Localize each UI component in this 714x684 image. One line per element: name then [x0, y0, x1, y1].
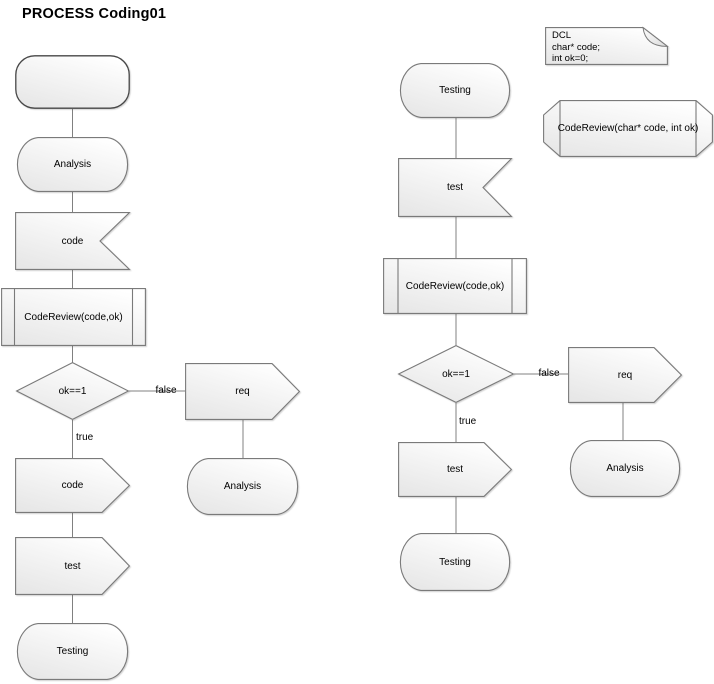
dcl-line: int ok=0;	[552, 53, 589, 64]
state-shape-outline	[15, 623, 130, 680]
send-shape-outline	[185, 363, 300, 420]
state-label: Testing	[439, 556, 471, 568]
left-send-test[interactable]: test	[15, 537, 130, 595]
right-send-test[interactable]: test	[398, 442, 512, 497]
send-shape-outline	[15, 458, 130, 513]
right-receive-test[interactable]: test	[398, 158, 512, 217]
dcl-note[interactable]: DCL char* code; int ok=0;	[545, 27, 668, 65]
procedure-decl-shape-outline	[543, 100, 713, 157]
state-shape-outline	[568, 440, 682, 497]
diagram-title: PROCESS Coding01	[22, 6, 167, 22]
left-branch-label-true: true	[76, 432, 94, 443]
right-branch-label-false: false	[538, 368, 560, 379]
start-shape-outline	[15, 55, 130, 109]
state-label: Testing	[56, 646, 89, 657]
receive-label: test	[446, 182, 464, 193]
state-shape-outline	[15, 137, 130, 192]
note-fold-corner	[643, 28, 667, 47]
receive-shape-outline	[398, 158, 512, 217]
state-shape-outline	[185, 458, 300, 515]
right-branch-label-true: true	[459, 416, 477, 427]
state-label: Analysis	[53, 159, 92, 170]
send-label: code	[61, 480, 84, 491]
send-label: test	[64, 560, 81, 572]
procedure-call-label: CodeReview(code,ok)	[405, 280, 505, 292]
left-send-code[interactable]: code	[15, 458, 130, 513]
right-decision-ok[interactable]: ok==1	[398, 345, 514, 403]
receive-label: code	[61, 235, 84, 247]
right-procedure-call-codereview[interactable]: CodeReview(code,ok)	[383, 258, 527, 314]
left-procedure-call-codereview[interactable]: CodeReview(code,ok)	[1, 288, 146, 346]
receive-shape-outline	[15, 212, 130, 270]
dcl-note-text: DCL char* code; int ok=0;	[552, 30, 664, 65]
decision-shape-outline	[398, 345, 514, 403]
decision-shape-outline	[16, 362, 129, 420]
left-state-testing[interactable]: Testing	[15, 623, 130, 680]
state-shape-outline	[398, 533, 512, 591]
note-shape-outline	[545, 27, 668, 65]
send-shape-outline	[15, 537, 130, 595]
procedure-shape-outline	[1, 288, 146, 346]
send-label: req	[617, 369, 633, 381]
left-state-analysis[interactable]: Analysis	[15, 137, 130, 192]
decision-label: ok==1	[58, 385, 87, 397]
left-start-node[interactable]	[15, 55, 130, 109]
state-label: Analysis	[223, 481, 262, 492]
left-send-req[interactable]: req	[185, 363, 300, 420]
right-state-analysis[interactable]: Analysis	[568, 440, 682, 497]
procedure-shape-outline	[383, 258, 527, 314]
left-receive-code[interactable]: code	[15, 212, 130, 270]
send-label: req	[235, 386, 250, 397]
left-branch-label-false: false	[155, 385, 177, 396]
right-state-testing-bottom[interactable]: Testing	[398, 533, 512, 591]
left-decision-ok[interactable]: ok==1	[16, 362, 129, 420]
state-label: Analysis	[606, 463, 644, 474]
state-label: Testing	[439, 85, 471, 96]
right-send-req[interactable]: req	[568, 347, 682, 403]
left-state-analysis-2[interactable]: Analysis	[185, 458, 300, 515]
dcl-line: DCL	[552, 30, 572, 41]
state-shape-outline	[398, 63, 512, 118]
procedure-call-label: CodeReview(code,ok)	[24, 311, 123, 323]
procedure-declaration-codereview[interactable]: CodeReview(char* code, int ok)	[543, 100, 713, 157]
dcl-line: char* code;	[552, 41, 601, 53]
procedure-declaration-label: CodeReview(char* code, int ok)	[557, 123, 699, 134]
send-label: test	[446, 464, 464, 475]
right-state-testing-top[interactable]: Testing	[398, 63, 512, 118]
decision-label: ok==1	[442, 368, 470, 380]
send-shape-outline	[398, 442, 512, 497]
send-shape-outline	[568, 347, 682, 403]
